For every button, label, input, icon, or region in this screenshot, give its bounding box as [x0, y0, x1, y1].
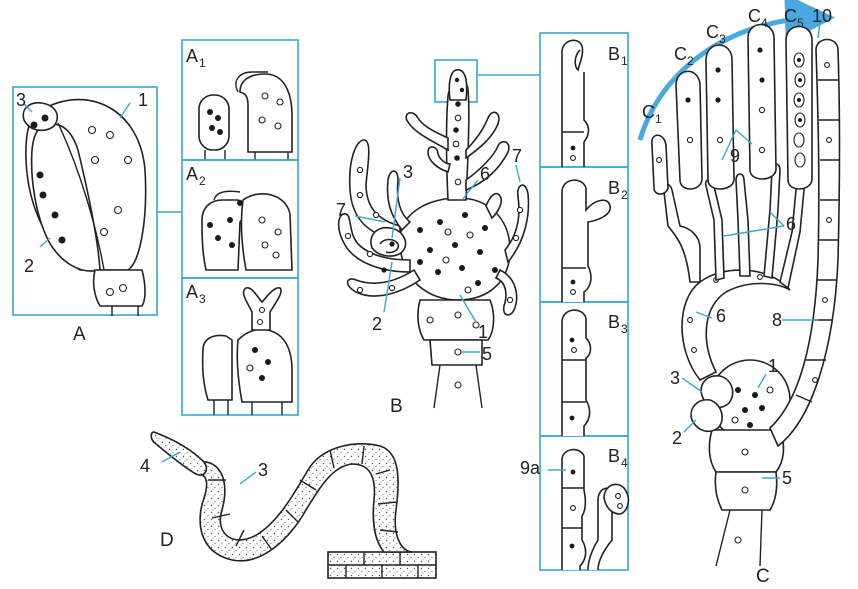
- label-c2: C: [674, 44, 687, 64]
- svg-text:1: 1: [621, 54, 628, 68]
- svg-text:A: A: [186, 46, 198, 66]
- label-b-6: 6: [480, 164, 490, 184]
- label-c-5: 5: [782, 468, 792, 488]
- c-long-tube: [769, 38, 841, 448]
- svg-text:3: 3: [199, 292, 206, 306]
- stalk: [111, 306, 139, 316]
- label-a-1: 1: [138, 90, 148, 110]
- svg-text:2: 2: [199, 174, 206, 188]
- protonema-tube: [199, 443, 413, 562]
- sequence-arrow: [637, 0, 835, 141]
- svg-text:2: 2: [687, 54, 694, 68]
- svg-text:A: A: [186, 164, 198, 184]
- germ-tube: [150, 431, 208, 476]
- label-c3: C: [706, 22, 719, 42]
- panel-d-title: D: [160, 530, 174, 551]
- panel-d: 4 3 D: [140, 431, 437, 579]
- svg-text:A: A: [186, 282, 198, 302]
- svg-text:B: B: [608, 312, 620, 332]
- label-a-2: 2: [24, 256, 34, 276]
- panel-c-title: C: [756, 566, 770, 587]
- label-b-7b: 7: [512, 146, 522, 166]
- panel-a3-frame: [181, 277, 299, 416]
- panel-a: 1 2 3 A: [12, 86, 158, 345]
- svg-text:4: 4: [761, 16, 768, 30]
- label-c-6b: 6: [716, 306, 726, 326]
- label-b-2: 2: [372, 314, 382, 334]
- svg-text:2: 2: [621, 188, 628, 202]
- svg-text:4: 4: [621, 456, 628, 470]
- c-loop: [681, 269, 791, 382]
- label-a-3: 3: [16, 90, 26, 110]
- svg-text:B: B: [608, 446, 620, 466]
- divider-line: [57, 122, 105, 271]
- panel-b: 3 6 7 7 2 1 5 B: [336, 59, 540, 417]
- svg-text:B: B: [608, 44, 620, 64]
- panel-b-title: B: [390, 396, 403, 417]
- label-c-1: 1: [768, 356, 778, 376]
- svg-text:3: 3: [719, 32, 726, 46]
- svg-text:1: 1: [199, 56, 206, 70]
- svg-text:3: 3: [621, 322, 628, 336]
- label-b4-9a: 9a: [520, 458, 541, 478]
- svg-text:1: 1: [655, 112, 662, 126]
- label-c-8: 8: [772, 310, 782, 330]
- label-c-6a: 6: [786, 214, 796, 234]
- label-d-3: 3: [258, 460, 268, 480]
- label-c-9: 9: [730, 146, 740, 166]
- label-c-3: 3: [670, 368, 680, 388]
- label-c-10: 10: [812, 6, 832, 26]
- svg-text:5: 5: [797, 16, 804, 30]
- cell-3: [22, 102, 59, 132]
- label-c4: C: [748, 6, 761, 26]
- svg-text:B: B: [608, 178, 620, 198]
- cell-2: [30, 123, 101, 272]
- label-d-4: 4: [140, 456, 150, 476]
- label-c5: C: [784, 6, 797, 26]
- label-b-3: 3: [403, 162, 413, 182]
- panel-a-title: A: [73, 324, 86, 345]
- label-b-7a: 7: [336, 200, 346, 220]
- label-c1: C: [642, 102, 655, 122]
- label-b-5: 5: [482, 344, 492, 364]
- label-b-1: 1: [478, 322, 488, 342]
- panel-a-frame: [12, 86, 158, 316]
- label-c-2: 2: [672, 428, 682, 448]
